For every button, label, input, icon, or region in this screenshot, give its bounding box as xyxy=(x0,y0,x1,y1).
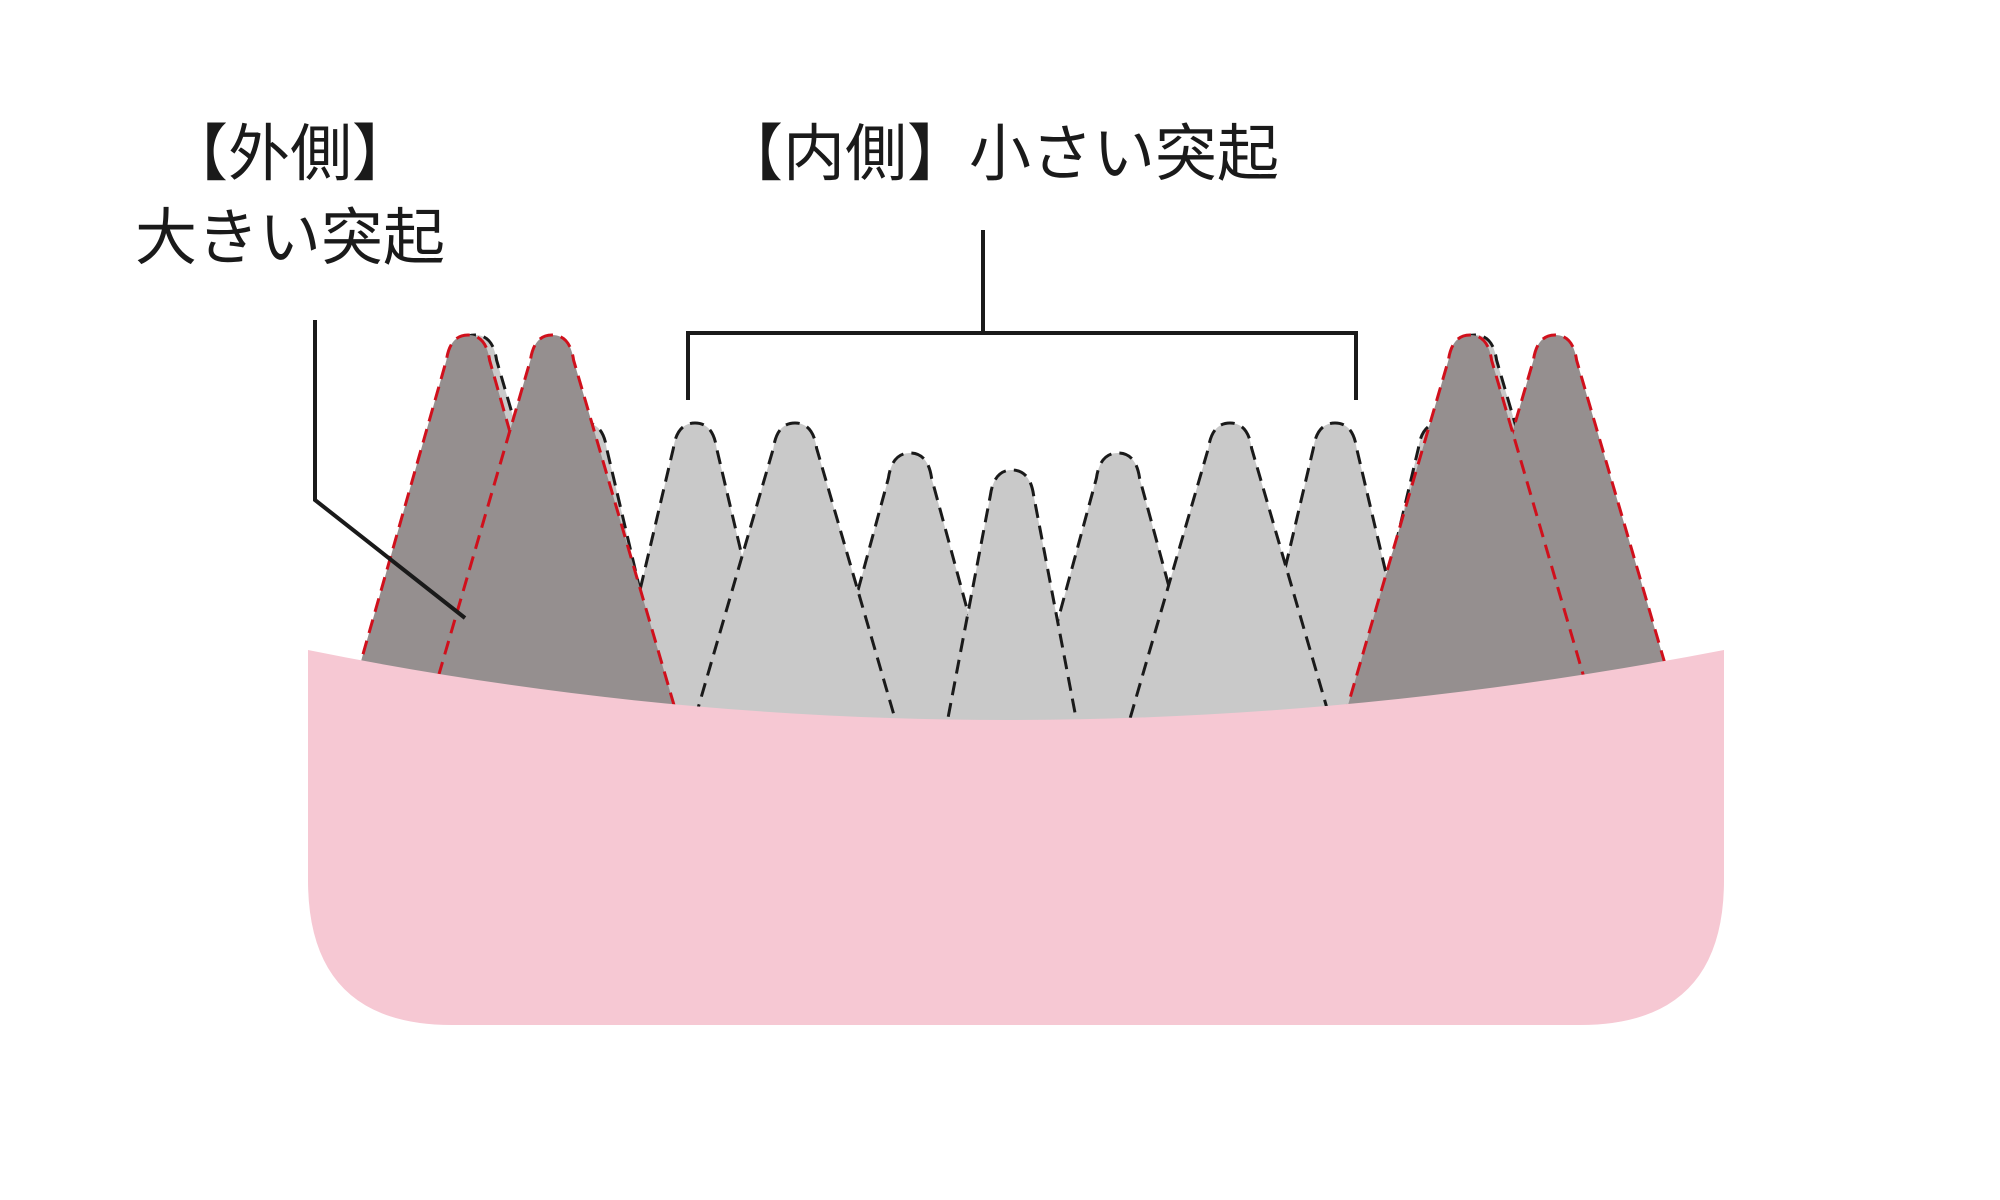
outer-label-line-2: 大きい突起 xyxy=(100,196,480,280)
inner-bracket-line xyxy=(688,333,1356,400)
inner-bumps-label: 【内側】小さい突起 xyxy=(680,112,1320,196)
outer-label-line-1: 【外側】 xyxy=(100,112,480,196)
outer-bumps-label: 【外側】 大きい突起 xyxy=(100,112,480,280)
